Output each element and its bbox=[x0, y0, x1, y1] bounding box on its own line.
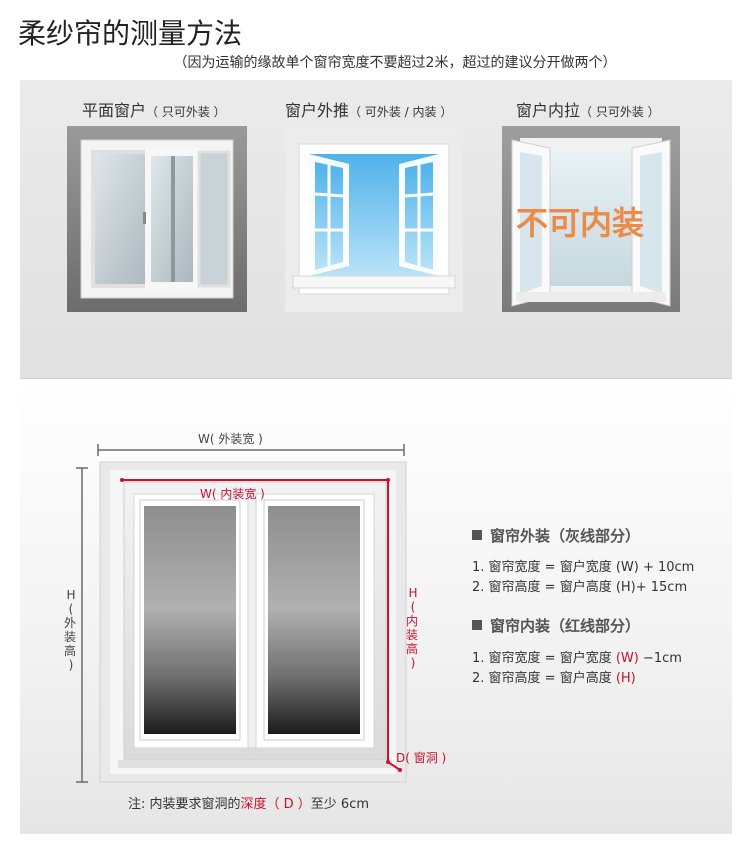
window-type-name: 平面窗户 bbox=[82, 101, 147, 120]
outer-height-formula: 2. 窗帘高度 = 窗户高度 (H)+ 15cm bbox=[472, 580, 688, 595]
outer-height-label: H ( 外装高 ) bbox=[64, 588, 78, 672]
outer-height-h: H bbox=[66, 588, 76, 602]
note-prefix: 注: 内装要求窗洞的 bbox=[128, 797, 241, 812]
formula-text: 2. 窗帘高度 = 窗户高度 bbox=[472, 671, 616, 686]
note-depth: 深度（ D ） bbox=[240, 797, 311, 812]
inner-height-paren: ( bbox=[410, 600, 416, 614]
inner-mount-heading: 窗帘内装（红线部分） bbox=[472, 615, 640, 636]
outward-window-image bbox=[285, 126, 463, 312]
page-title: 柔纱帘的测量方法 bbox=[18, 17, 243, 50]
window-type-label-inward: 窗户内拉（ 只可外装 ） bbox=[516, 97, 660, 121]
inner-height-label: H ( 内装高 ) bbox=[406, 586, 420, 670]
outer-mount-heading-text: 窗帘外装（灰线部分） bbox=[490, 527, 641, 545]
outer-height-text: 外装高 bbox=[64, 616, 77, 658]
bullet-square-icon bbox=[472, 530, 482, 540]
inner-height-formula: 2. 窗帘高度 = 窗户高度 (H) bbox=[472, 667, 636, 686]
flat-window-image bbox=[67, 126, 247, 312]
window-type-note: （ 可外装 / 内装 ） bbox=[349, 105, 453, 119]
inner-height-paren-close: ) bbox=[410, 656, 416, 670]
formula-text: −1cm bbox=[638, 651, 682, 666]
window-type-name: 窗户外推 bbox=[285, 101, 350, 120]
window-type-note: （ 只可外装 ） bbox=[580, 105, 660, 119]
formula-text: 1. 窗帘宽度 = 窗户宽度 bbox=[472, 651, 616, 666]
inward-window-image bbox=[502, 126, 680, 312]
inner-mount-heading-text: 窗帘内装（红线部分） bbox=[490, 617, 641, 635]
outer-width-label: W( 外装宽 ) bbox=[198, 432, 263, 446]
outer-width-formula: 1. 窗帘宽度 = 窗户宽度 (W) + 10cm bbox=[472, 560, 695, 575]
formula-h: (H) bbox=[615, 671, 636, 686]
window-type-note: （ 只可外装 ） bbox=[146, 105, 226, 119]
inner-height-text: 内装高 bbox=[406, 614, 419, 656]
inner-width-label: W( 内装宽 ) bbox=[200, 487, 265, 501]
window-type-label-outward: 窗户外推（ 可外装 / 内装 ） bbox=[285, 97, 452, 121]
outer-height-paren: ( bbox=[68, 602, 74, 616]
inner-width-formula: 1. 窗帘宽度 = 窗户宽度 (W) −1cm bbox=[472, 647, 682, 666]
not-inside-mount-overlay: 不可内装 bbox=[516, 204, 645, 242]
page-subtitle: （因为运输的缘故单个窗帘宽度不要超过2米，超过的建议分开做两个） bbox=[173, 55, 617, 71]
bullet-square-icon bbox=[472, 620, 482, 630]
depth-label: D( 窗洞 ) bbox=[396, 751, 447, 765]
inner-height-h: H bbox=[408, 586, 418, 600]
outer-mount-heading: 窗帘外装（灰线部分） bbox=[472, 525, 640, 546]
note-suffix: 至少 6cm bbox=[310, 797, 370, 812]
window-type-label-flat: 平面窗户（ 只可外装 ） bbox=[82, 97, 226, 121]
window-type-name: 窗户内拉 bbox=[516, 101, 581, 120]
outer-height-paren-close: ) bbox=[68, 658, 74, 672]
depth-note: 注: 内装要求窗洞的深度（ D ）至少 6cm bbox=[128, 793, 369, 812]
formula-w: (W) bbox=[615, 651, 639, 666]
